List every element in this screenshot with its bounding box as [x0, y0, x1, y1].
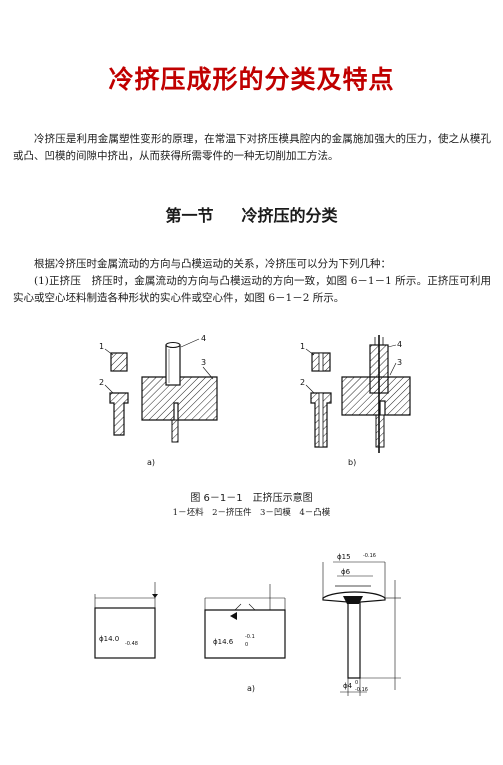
die: [141, 376, 218, 421]
callout-b-4: 4: [397, 340, 402, 349]
fig2-head-dia: ϕ15: [337, 553, 351, 561]
figure-1-legend: 1－坯料 2－挤压件 3－凹模 4－凸模: [172, 508, 331, 518]
section-number: 第一节: [165, 206, 214, 225]
punch: [165, 344, 181, 386]
fig2-blank-dia: ϕ14.0: [99, 635, 119, 643]
forward-extrusion-paragraph: (1)正挤压 挤压时，金属流动的方向与凸模运动的方向一致，如图 6－1－1 所示…: [13, 275, 491, 304]
fig2-rod-dia: ϕ4: [343, 682, 353, 690]
fig2-part-tol-upper: -0.1: [245, 634, 255, 640]
fig2-head-tol: -0.16: [363, 553, 376, 559]
intro-paragraph: 冷挤压是利用金属塑性变形的原理，在常温下对挤压模具腔内的金属施加强大的压力，使之…: [13, 133, 491, 162]
fig2-shank-dia: ϕ6: [341, 568, 351, 576]
section-title: 冷挤压的分类: [241, 206, 338, 225]
callout-b-2: 2: [300, 378, 305, 387]
fig2-part-dia: ϕ14.6: [213, 638, 234, 646]
classification-paragraph: 根据冷挤压时金属流动的方向与凸模运动的关系，冷挤压可以分为下列几种：: [34, 258, 391, 270]
callout-a-2: 2: [99, 378, 104, 387]
fig2-part: [204, 609, 286, 659]
callout-b-3: 3: [397, 358, 402, 367]
callout-a-1: 1: [99, 342, 104, 351]
figure-1-caption: 图 6－1－1 正挤压示意图: [190, 493, 313, 504]
extruded-part: [109, 392, 129, 436]
blank: [110, 352, 128, 372]
fig2-subfigure-a-label: a): [247, 684, 255, 693]
figure-1-diagram-b: 1 2 3 4 b): [300, 335, 411, 467]
subfigure-a-label: a): [147, 458, 155, 467]
fig2-blank-tol: -0.48: [125, 641, 138, 647]
figure-1-diagram-a: 1 2 3 4 a): [99, 334, 218, 467]
fig2-blank: [94, 607, 156, 659]
die-b: [341, 376, 411, 416]
fig2-part-tol-lower: 0: [245, 642, 248, 648]
figure-2-diagram: ϕ14.0 -0.48 ϕ14.6 -0.1 0 ϕ15 -0.16 ϕ6 ϕ4…: [94, 553, 401, 696]
callout-a-4: 4: [201, 334, 206, 343]
fig2-headed-part: [322, 591, 386, 679]
fig2-rod-tol-upper: 0: [355, 680, 358, 686]
callout-b-1: 1: [300, 342, 305, 351]
subfigure-b-label: b): [348, 458, 356, 467]
document-title: 冷挤压成形的分类及特点: [108, 65, 395, 94]
section-heading: 第一节 冷挤压的分类: [0, 202, 503, 226]
callout-a-3: 3: [201, 358, 206, 367]
fig2-rod-tol-lower: -0.16: [355, 687, 368, 693]
